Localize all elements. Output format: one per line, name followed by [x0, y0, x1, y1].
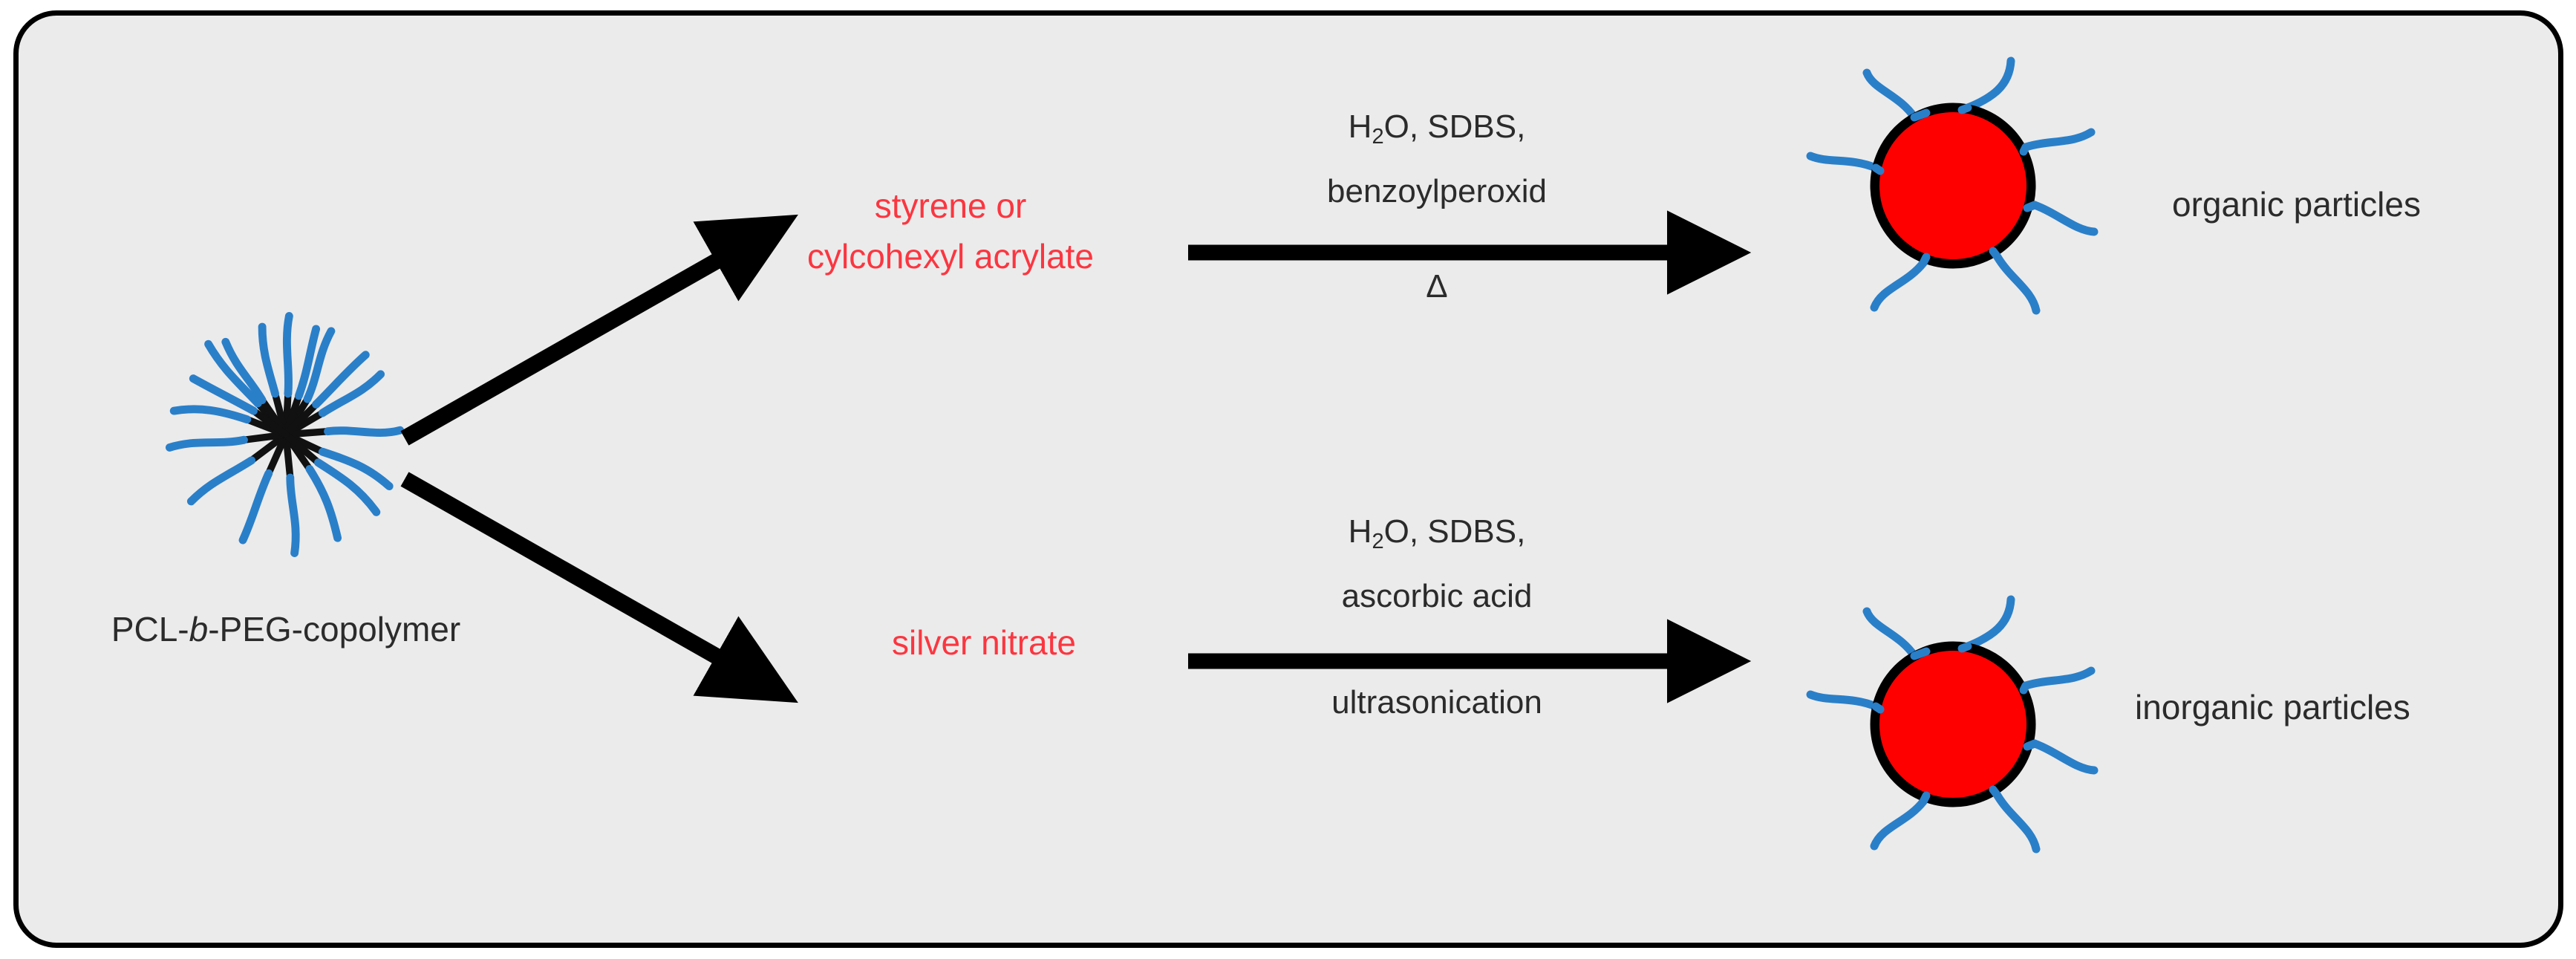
- figure-frame-border: [13, 10, 2563, 948]
- product-label-organic: organic particles: [2172, 185, 2421, 224]
- conditions-below-organic: Δ: [1426, 268, 1448, 305]
- conditions-above-organic-line2: benzoylperoxid: [1327, 173, 1547, 209]
- conditions-above-organic-line1: H2O, SDBS,: [1349, 108, 1526, 149]
- cond-rest: O, SDBS,: [1383, 108, 1526, 145]
- sm-name-part2: -PEG-copolymer: [208, 610, 461, 648]
- conditions-above-inorganic-line1: H2O, SDBS,: [1349, 513, 1526, 554]
- product-label-inorganic: inorganic particles: [2135, 688, 2410, 726]
- conditions-above-inorganic-line2: ascorbic acid: [1341, 578, 1533, 614]
- sm-name-italic: b: [189, 610, 209, 648]
- starting-material-label: PCL-b-PEG-copolymer: [111, 609, 460, 649]
- reagent-label-organic-line2: cylcohexyl acrylate: [806, 237, 1095, 276]
- cond2-rest: O, SDBS,: [1383, 513, 1526, 550]
- cond-h: H: [1348, 108, 1372, 145]
- sm-name-part1: PCL-: [111, 610, 189, 648]
- cond2-sub-2: 2: [1372, 530, 1384, 554]
- reagent-label-inorganic-line1: silver nitrate: [892, 623, 1076, 662]
- reagent-label-organic-line1: styrene or: [874, 186, 1027, 225]
- cond2-h: H: [1348, 513, 1372, 550]
- conditions-below-inorganic: ultrasonication: [1331, 684, 1542, 721]
- cond-sub-2: 2: [1372, 125, 1384, 149]
